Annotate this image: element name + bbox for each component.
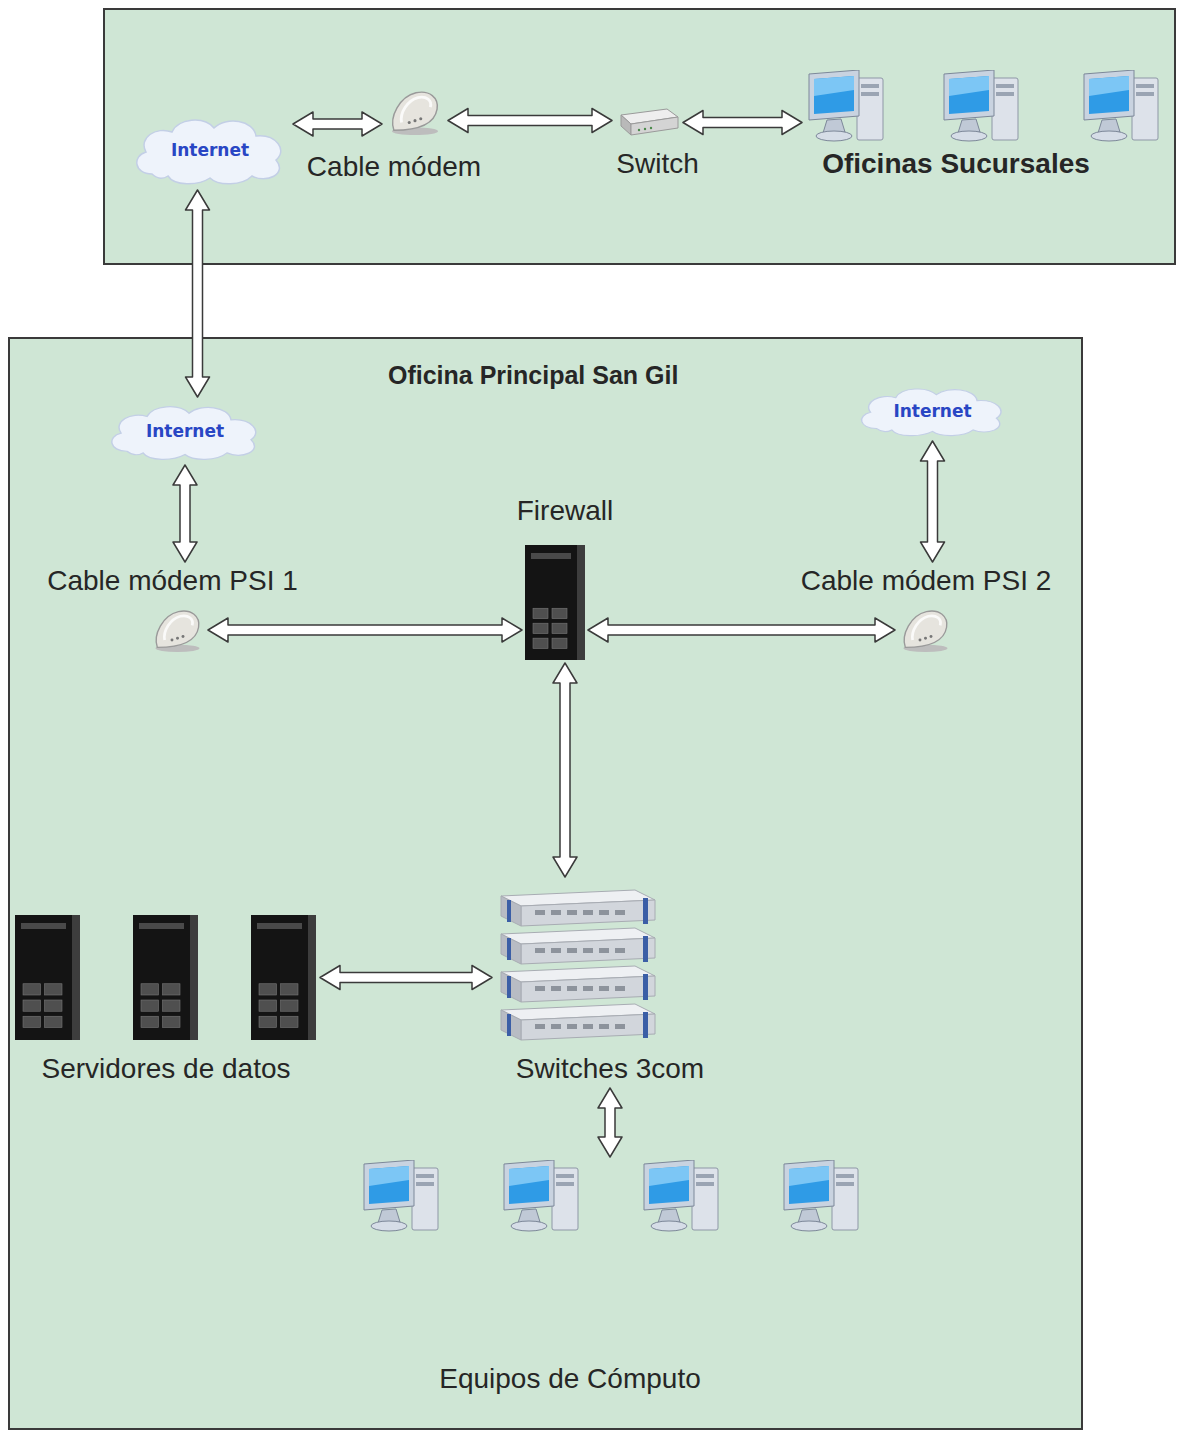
cloud-label: Internet <box>893 401 971 421</box>
device-label: Switch <box>616 148 698 180</box>
double-arrow <box>293 112 382 136</box>
cable-modem-icon <box>898 605 953 655</box>
device-label: Firewall <box>517 495 613 527</box>
branch-computers: Oficinas Sucursales <box>805 65 1107 180</box>
cable-modem-icon <box>150 605 205 655</box>
double-arrow <box>588 618 895 642</box>
internet-cloud: Internet <box>855 383 1010 438</box>
internet-cloud: Internet <box>130 112 290 187</box>
double-arrow <box>598 1088 622 1157</box>
switch: Switch <box>605 100 710 180</box>
data-servers-icon <box>15 915 317 1040</box>
cable-modem: Cable módem <box>296 88 492 183</box>
cloud-label: Internet <box>171 140 249 160</box>
device-label: Cable módem <box>307 151 481 183</box>
device-label: Cable módem PSI 1 <box>47 565 298 597</box>
data-servers: Servidores de datos <box>10 915 322 1085</box>
main-office-region: Oficina Principal San GilInternetInterne… <box>8 337 1083 1430</box>
double-arrow <box>921 441 945 562</box>
workstations: Equipos de Cómputo <box>310 1160 830 1395</box>
double-arrow <box>448 109 612 133</box>
device-label: Equipos de Cómputo <box>439 1363 701 1395</box>
double-arrow <box>186 190 210 397</box>
branch-region: InternetCable módem Switch Oficinas Sucurs… <box>103 8 1176 265</box>
switch-stack: Switches 3com <box>495 880 725 1085</box>
device-label: Servidores de datos <box>41 1053 290 1085</box>
double-arrow <box>208 618 522 642</box>
switch-icon <box>615 105 680 140</box>
firewall-icon <box>525 545 585 660</box>
switch-stack-icon <box>495 880 665 1045</box>
double-arrow <box>320 966 492 990</box>
device-label: Oficinas Sucursales <box>822 148 1090 180</box>
cloud-label: Internet <box>146 421 224 441</box>
device-label: Switches 3com <box>516 1053 704 1085</box>
branch-computers-icon <box>805 70 1165 145</box>
double-arrow <box>683 111 802 135</box>
double-arrow <box>553 663 577 877</box>
firewall: Firewall <box>505 495 625 660</box>
internet-cloud: Internet <box>105 400 265 462</box>
cable-modem-icon <box>385 88 445 136</box>
double-arrow <box>173 465 197 562</box>
cable-modem: Cable módem PSI 2 <box>785 565 1067 657</box>
device-label: Cable módem PSI 2 <box>801 565 1052 597</box>
workstations-icon <box>355 1160 870 1235</box>
region-title: Oficina Principal San Gil <box>388 359 678 391</box>
cable-modem: Cable módem PSI 1 <box>30 565 315 657</box>
